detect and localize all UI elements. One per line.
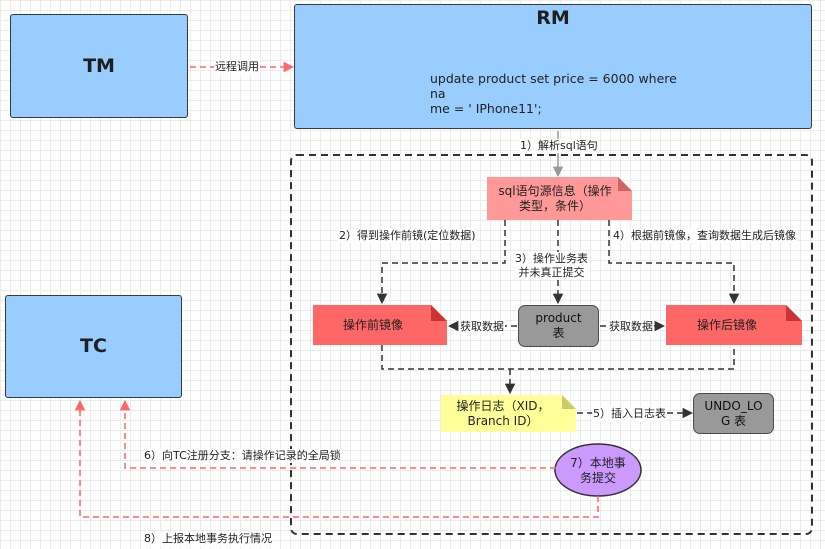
generate-after-image-label: 4）根据前镜像，查询数据生成后镜像: [612, 229, 797, 243]
operate-business-table-label: 3）操作业务表 并未真正提交: [514, 252, 589, 280]
tc-label: TC: [80, 335, 107, 357]
fetch-data-left-label: 获取数据: [459, 320, 505, 334]
fetch-data-right-label: 获取数据: [608, 320, 654, 334]
local-commit-text: 7）本地事 务提交: [570, 456, 626, 485]
register-branch-label: 6）向TC注册分支：请操作记录的全局锁: [143, 449, 342, 463]
rm-internal-boundary: [290, 154, 813, 535]
remote-call-label: 远程调用: [214, 60, 260, 74]
sql-statement-text: update product set price = 6000 where na…: [430, 71, 677, 116]
insert-log-label: 5）插入日志表: [592, 407, 667, 421]
after-image-label: 操作后镜像: [696, 318, 757, 332]
operation-log-note: [441, 395, 576, 432]
sql-source-info-note: [487, 177, 632, 220]
rm-label: RM: [536, 7, 570, 29]
tm-box: TM: [10, 14, 188, 118]
get-before-image-label: 2）得到操作前镜(定位数据): [338, 229, 477, 243]
before-image-label: 操作前镜像: [342, 318, 403, 332]
undo-log-line1: UNDO_LO: [704, 398, 763, 413]
parse-sql-label: 1）解析sql语句: [519, 139, 599, 153]
operation-log-text: 操作日志（XID， Branch ID）: [456, 399, 550, 428]
tm-label: TM: [83, 54, 115, 77]
product-table-line1: product: [535, 311, 582, 325]
tc-box: TC: [5, 295, 182, 398]
rm-box: RM: [294, 4, 812, 129]
report-status-label: 8）上报本地事务执行情况: [143, 532, 273, 546]
before-image-note: [313, 305, 447, 345]
undo-log-table-box: UNDO_LO G 表: [693, 393, 774, 434]
undo-log-line2: G 表: [720, 413, 747, 428]
product-table-line2: 表: [552, 326, 565, 340]
sql-source-info-text: sql语句源信息（操作 类型，条件）: [498, 184, 612, 213]
after-image-note: [666, 305, 802, 345]
product-table-box: product 表: [518, 305, 599, 347]
